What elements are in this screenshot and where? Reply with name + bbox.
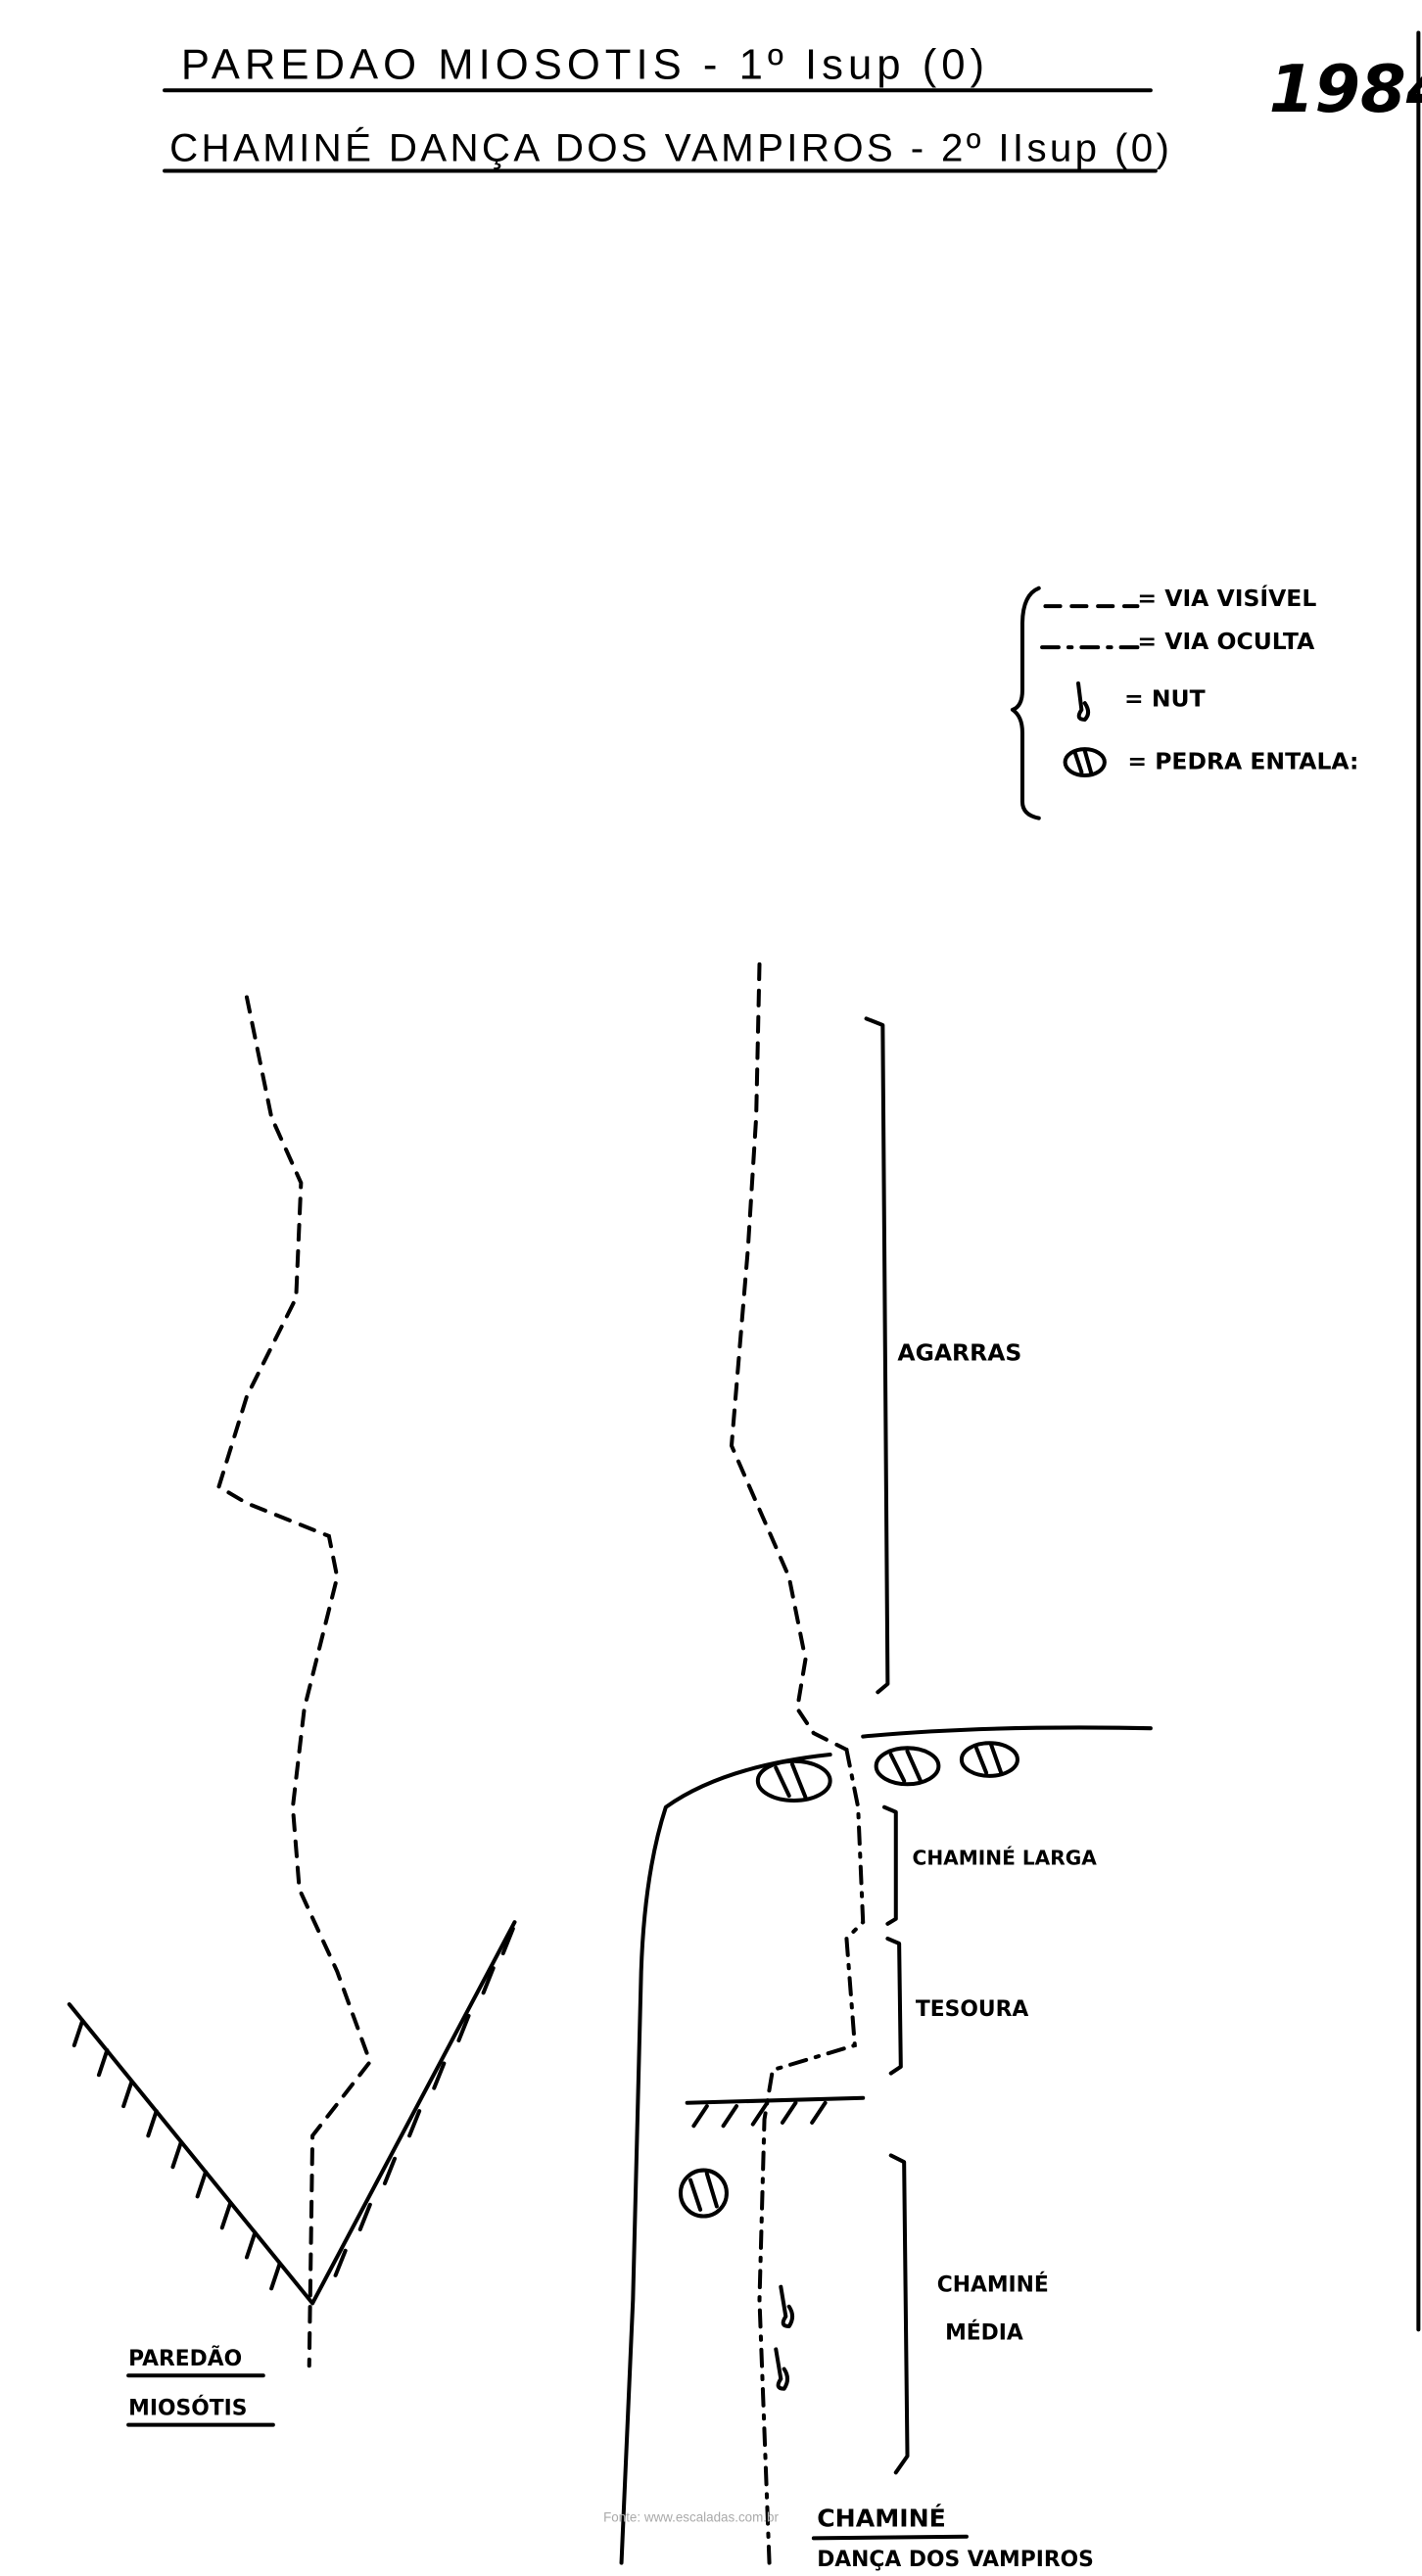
nut-icon xyxy=(1076,681,1091,722)
section-chamine-media: CHAMINÉ xyxy=(937,2272,1049,2298)
title-line-1: PAREDAO MIOSOTIS - 1º Isup (0) xyxy=(181,42,989,89)
ledge-hatched xyxy=(685,2095,866,2129)
dihedral-wall xyxy=(67,1920,517,2306)
chockstone-icon xyxy=(874,1746,941,1787)
chimney-left-wall xyxy=(619,1753,832,2565)
bracket-chamine-media xyxy=(888,2153,910,2475)
route-visible-upper xyxy=(729,961,849,1753)
chockstone-icon xyxy=(755,1758,832,1803)
legend-label: = VIA OCULTA xyxy=(1137,628,1315,655)
chockstone-icon xyxy=(959,1741,1019,1778)
legend-label: = PEDRA ENTALA: xyxy=(1127,747,1358,774)
legend: = VIA VISÍVEL = VIA OCULTA = NUT = PEDRA… xyxy=(1010,585,1358,820)
bracket-agarras xyxy=(864,1016,890,1695)
nut-icon xyxy=(774,2347,790,2391)
section-chamine-larga: CHAMINÉ LARGA xyxy=(913,1846,1098,1869)
chockstone-icon xyxy=(1063,747,1107,777)
bracket-chamine-larga xyxy=(882,1804,898,1926)
year: 1984 xyxy=(1269,51,1422,127)
legend-brace xyxy=(1010,585,1041,820)
section-agarras: AGARRAS xyxy=(897,1338,1021,1366)
label-miosotis: MIOSÓTIS xyxy=(128,2396,247,2421)
label-chamine: CHAMINÉ xyxy=(817,2505,946,2533)
chockstone-icon xyxy=(678,2168,729,2219)
legend-label: = VIA VISÍVEL xyxy=(1137,585,1316,612)
label-danca-dos-vampiros: DANÇA DOS VAMPIROS xyxy=(817,2548,1094,2572)
title-line-2: CHAMINÉ DANÇA DOS VAMPIROS - 2º IIsup (0… xyxy=(169,125,1172,169)
legend-label: = NUT xyxy=(1124,685,1206,713)
label-paredao: PAREDÃO xyxy=(128,2346,242,2371)
route-paredao-miosotis xyxy=(216,995,373,2368)
section-chamine-media: MÉDIA xyxy=(945,2319,1023,2345)
top-ledge xyxy=(861,1725,1153,1739)
route-hidden xyxy=(757,1747,866,2565)
nut-icon xyxy=(779,2284,795,2328)
underline xyxy=(811,2534,969,2541)
watermark: Fonte: www.escaladas.com.br xyxy=(603,2510,779,2525)
bracket-tesoura xyxy=(885,1936,903,2076)
section-tesoura: TESOURA xyxy=(916,1997,1028,2022)
